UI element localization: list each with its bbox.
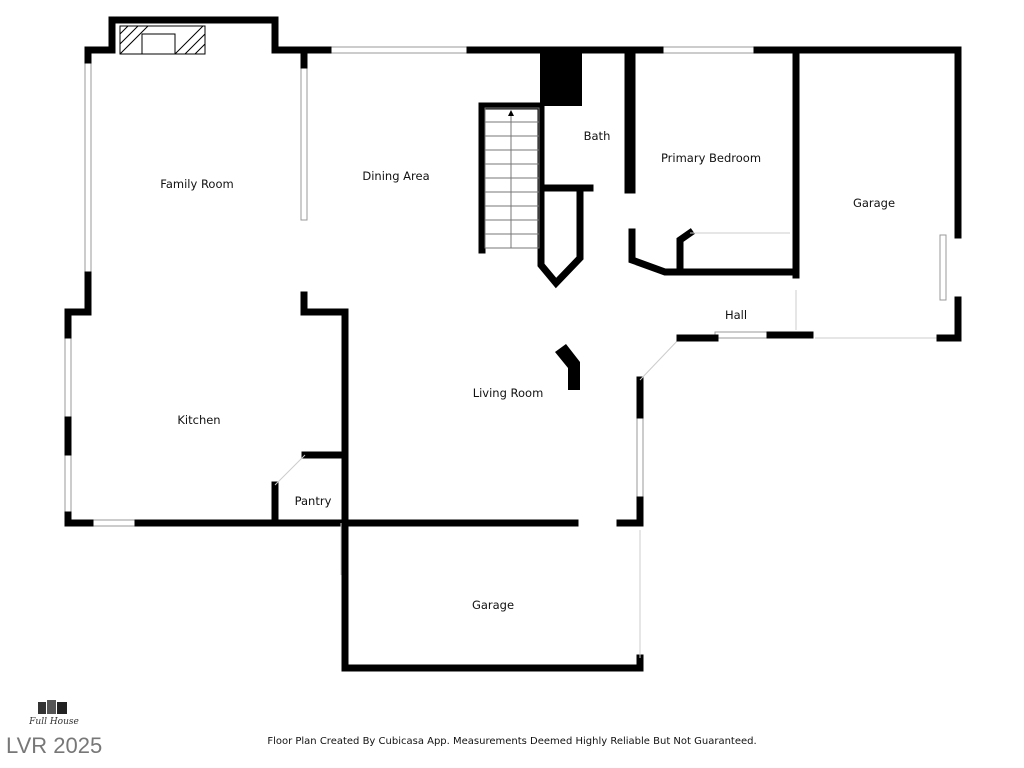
staircase xyxy=(484,107,540,249)
room-family-room: Family Room xyxy=(160,177,233,191)
room-living-room: Living Room xyxy=(473,386,544,400)
room-pantry: Pantry xyxy=(295,494,332,508)
family-fireplace xyxy=(119,25,206,55)
windows xyxy=(64,46,947,527)
stair-arrow-icon xyxy=(508,110,514,116)
room-bath: Bath xyxy=(584,129,611,143)
full-house-logo: Full House xyxy=(28,700,79,727)
room-dining-area: Dining Area xyxy=(362,169,429,183)
room-garage-right: Garage xyxy=(853,196,895,210)
brand-watermark: LVR 2025 xyxy=(6,733,103,758)
room-garage-bottom: Garage xyxy=(472,598,514,612)
chimney-block xyxy=(540,53,582,106)
walls xyxy=(64,16,962,672)
room-kitchen: Kitchen xyxy=(177,413,220,427)
room-hall: Hall xyxy=(725,308,747,322)
svg-text:Full House: Full House xyxy=(28,717,79,727)
disclaimer-text: Floor Plan Created By Cubicasa App. Meas… xyxy=(267,736,757,747)
room-primary-bedroom: Primary Bedroom xyxy=(661,151,761,165)
living-fireplace xyxy=(555,344,580,390)
